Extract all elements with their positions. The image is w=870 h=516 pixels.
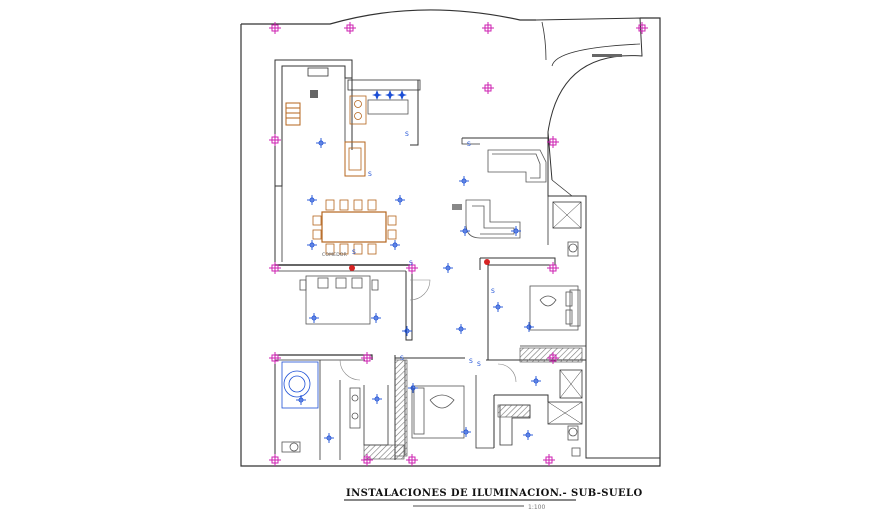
curved-glass-wall [535,17,643,181]
hatched-walls [285,102,583,460]
outlet-icon [636,22,648,34]
ceiling-light-icon [408,383,418,393]
ceiling-light-icon [316,138,326,148]
junction-points [349,259,490,271]
switch-icon: S [352,249,356,256]
kitchen-walls [274,59,353,187]
spot-light-icon [385,90,395,100]
outlet-icon [269,134,281,146]
ceiling-light-icon [371,313,381,323]
ceiling-light-icon [531,376,541,386]
outer-wall [240,17,661,467]
outlet-icon [547,136,559,148]
jacuzzi [281,361,319,409]
ceiling-light-icon [511,226,521,236]
stove [367,99,409,115]
kitchen-island [344,141,366,177]
ceiling-light-icon [443,263,453,273]
curved-facade [241,9,536,25]
ceiling-light-icon [460,226,470,236]
switch-icon: S [409,260,413,267]
outlet-icon [344,22,356,34]
bathroom-fixtures [281,241,581,457]
furniture [281,54,622,457]
title-underline [344,499,576,507]
kitchen-sink [349,95,367,125]
ceiling-light-icon [524,322,534,332]
dining-table [312,199,397,255]
ceiling-light-icon [372,394,382,404]
building-walls [240,9,661,467]
outlet-icon [547,262,559,274]
bed-1 [529,285,581,331]
switch-icon: S [469,358,473,365]
ceiling-light-icon [459,176,469,186]
outlet-icon [547,352,559,364]
ceiling-light-icon [395,195,405,205]
outlet-icon [269,352,281,364]
ceiling-light-icon [324,433,334,443]
outlet-icon [482,22,494,34]
spot-light-icon [397,90,407,100]
outlet-icon [543,454,555,466]
ceiling-light-icon [461,427,471,437]
outlets [269,22,648,466]
switch-icon: S [368,171,372,178]
ceiling-lights [296,90,541,443]
door-swings [339,279,517,383]
outlet-icon [482,82,494,94]
outlet-icon [406,262,418,274]
ceiling-light-icon [493,302,503,312]
spot-light-icon [372,90,382,100]
ceiling-light-icon [390,240,400,250]
outlet-icon [269,22,281,34]
sectional-sofa [452,149,547,239]
ceiling-light-icon [523,430,533,440]
ceiling-light-icon [307,240,317,250]
bed-2 [411,385,465,439]
bed-3 [299,275,379,325]
ceiling-light-icon [307,195,317,205]
switch-icon: S [467,141,471,148]
outlet-icon [361,454,373,466]
ceiling-light-icon [402,326,412,336]
ceiling-light-icon [309,313,319,323]
switch-icon: S [405,131,409,138]
switch-icon: S [477,361,481,368]
ceiling-light-icon [456,324,466,334]
outlet-icon [269,454,281,466]
outlet-icon [269,262,281,274]
outlet-icon [406,454,418,466]
ceiling-light-icon [296,395,306,405]
outlet-icon [361,352,373,364]
switch-icon: S [400,355,404,362]
switch-icon: S [491,288,495,295]
